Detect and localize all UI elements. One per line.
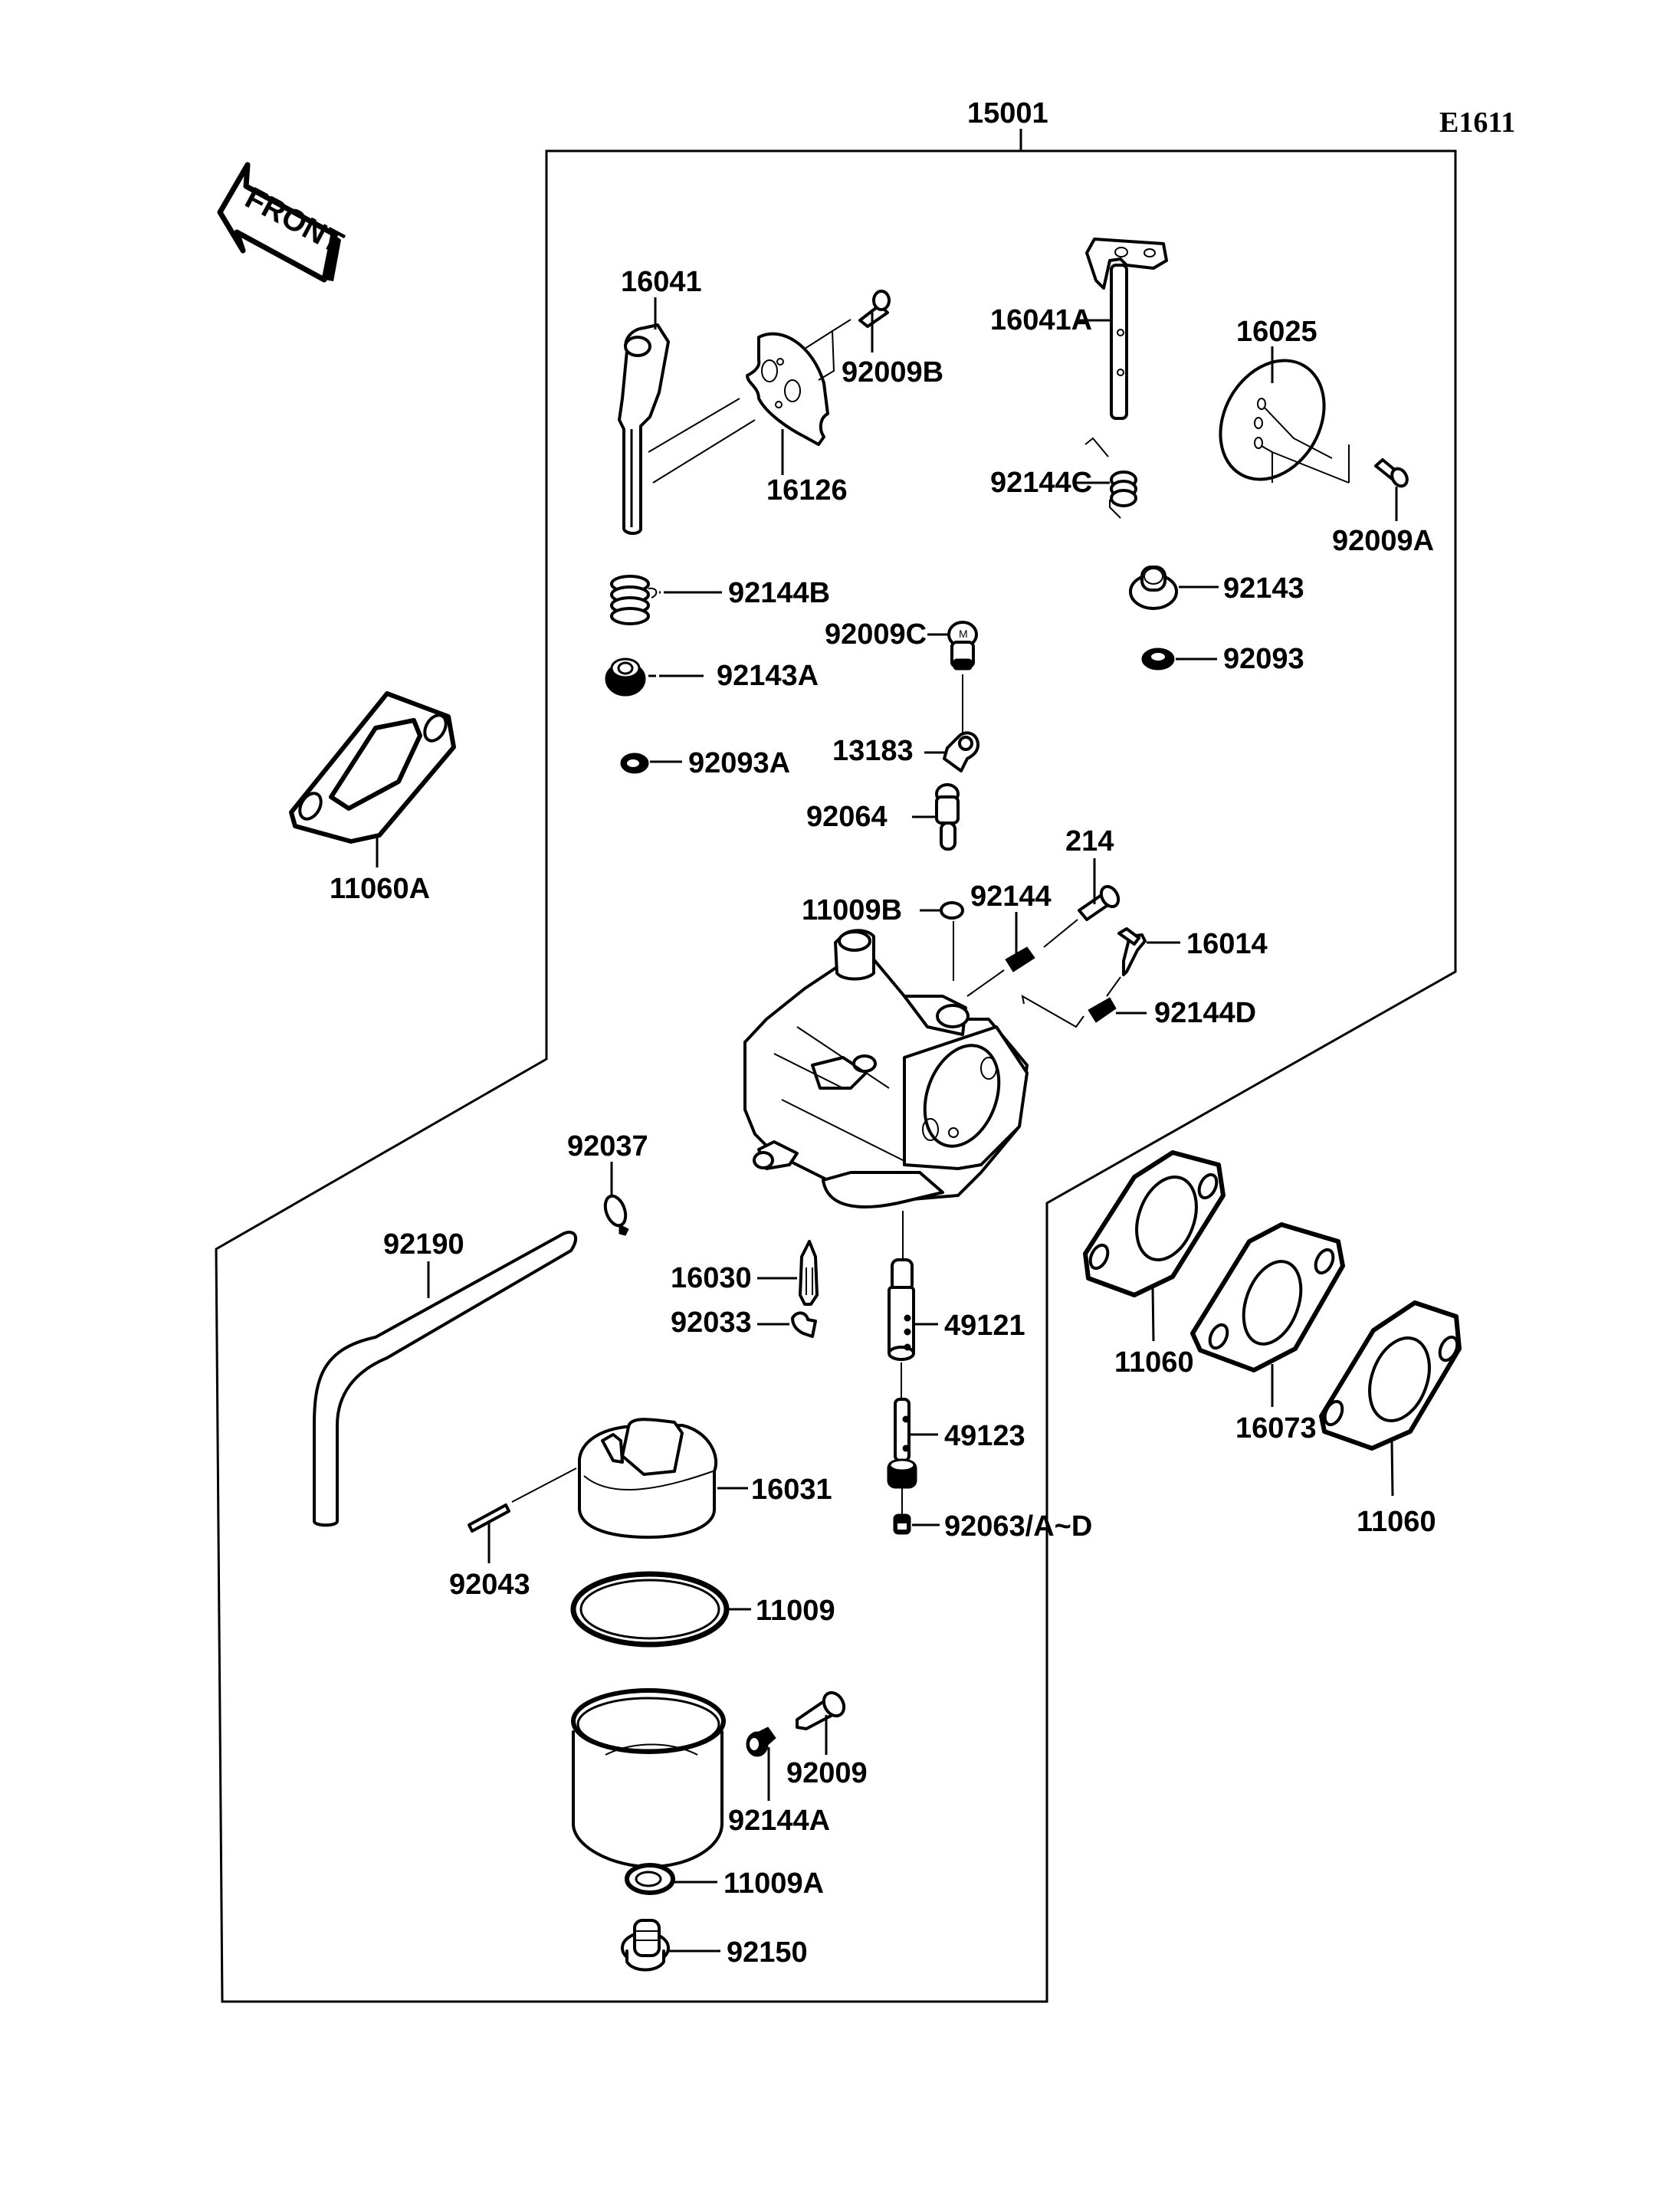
label-92037: 92037 [567, 1130, 648, 1162]
label-16025: 16025 [1236, 316, 1317, 348]
gasket-11060-lower [1319, 1300, 1462, 1451]
assembly-label: 15001 [967, 97, 1048, 130]
label-92093: 92093 [1223, 643, 1304, 675]
label-92144A: 92144A [728, 1805, 830, 1837]
carburetor-body [743, 929, 1029, 1208]
pin-92043 [468, 1503, 510, 1533]
hose-92190 [313, 1231, 577, 1527]
label-16041A: 16041A [990, 304, 1092, 336]
label-92009A: 92009A [1332, 525, 1434, 557]
spring-92144 [1005, 946, 1035, 972]
label-92150: 92150 [727, 1936, 808, 1969]
screw-92064 [935, 783, 960, 851]
screw-214 [1078, 884, 1121, 921]
label-16030: 16030 [671, 1262, 752, 1294]
label-11060-upper: 11060 [1114, 1346, 1194, 1379]
screw-92009B [858, 290, 891, 328]
label-11009: 11009 [756, 1595, 835, 1627]
label-92143A: 92143A [717, 660, 819, 692]
spring-92144C [1084, 437, 1137, 519]
label-92033: 92033 [671, 1307, 752, 1339]
throttle-plate-16025 [1219, 359, 1326, 481]
label-16126: 16126 [766, 474, 848, 507]
spring-92144B [610, 575, 658, 625]
assembly-boundary [215, 149, 1457, 2003]
jet-49123 [887, 1398, 917, 1489]
label-92009: 92009 [786, 1757, 868, 1789]
front-direction-arrow-icon: FRONT [217, 162, 349, 283]
svg-text:M: M [959, 628, 968, 640]
seal-92143 [1129, 566, 1178, 610]
label-92144B: 92144B [728, 577, 830, 609]
float-bowl [571, 1688, 726, 1868]
label-214: 214 [1065, 825, 1114, 857]
choke-shaft-16041 [618, 323, 670, 535]
label-11060A: 11060A [330, 873, 430, 905]
choke-plate-16126 [746, 332, 829, 446]
gasket-11060A [289, 691, 456, 844]
label-16031: 16031 [751, 1474, 832, 1506]
drain-bolt-92150 [621, 1919, 670, 1972]
clip-92033 [791, 1311, 817, 1338]
label-49123: 49123 [944, 1420, 1025, 1452]
washer-92093A [620, 753, 649, 774]
main-jet-92063 [893, 1513, 911, 1535]
seal-92143A [605, 657, 646, 697]
tube-49121 [888, 1258, 915, 1361]
spring-92144A [746, 1726, 776, 1757]
label-16041: 16041 [621, 266, 702, 298]
label-49121: 49121 [944, 1310, 1025, 1342]
label-92144D: 92144D [1154, 997, 1256, 1029]
bracket-13183 [943, 731, 979, 772]
figure-code: E1611 [1439, 107, 1515, 139]
gasket-11060-upper [1083, 1150, 1226, 1297]
washer-92093 [1141, 648, 1175, 671]
label-92064: 92064 [806, 801, 888, 833]
label-11009B: 11009B [802, 894, 902, 926]
oring-11009 [570, 1571, 730, 1648]
screw-92009C: M [947, 621, 978, 671]
clip-92037 [603, 1194, 629, 1236]
label-92009C: 92009C [825, 618, 927, 651]
label-92093A: 92093A [688, 747, 790, 779]
spring-92144D [1088, 997, 1117, 1023]
oring-11009B [940, 901, 964, 920]
washer-11009A [625, 1863, 675, 1895]
label-16014: 16014 [1186, 928, 1268, 960]
screw-92009 [796, 1690, 846, 1730]
label-92043: 92043 [449, 1569, 530, 1601]
label-16073: 16073 [1235, 1412, 1317, 1444]
label-92144C: 92144C [990, 467, 1092, 499]
label-11009A: 11009A [724, 1867, 824, 1900]
label-92190: 92190 [383, 1228, 464, 1261]
float-16031 [578, 1418, 718, 1539]
label-11060-lower: 11060 [1357, 1506, 1436, 1538]
label-92009B: 92009B [842, 356, 943, 389]
label-92143: 92143 [1223, 572, 1304, 605]
needle-valve-16030 [799, 1240, 819, 1306]
insulator-16073 [1190, 1222, 1345, 1372]
label-13183: 13183 [832, 735, 914, 767]
label-92144: 92144 [970, 880, 1052, 913]
needle-16014 [1117, 927, 1147, 976]
screw-92009A [1374, 458, 1409, 488]
throttle-shaft-16041A [1085, 238, 1168, 420]
label-92063: 92063/A~D [944, 1510, 1092, 1543]
